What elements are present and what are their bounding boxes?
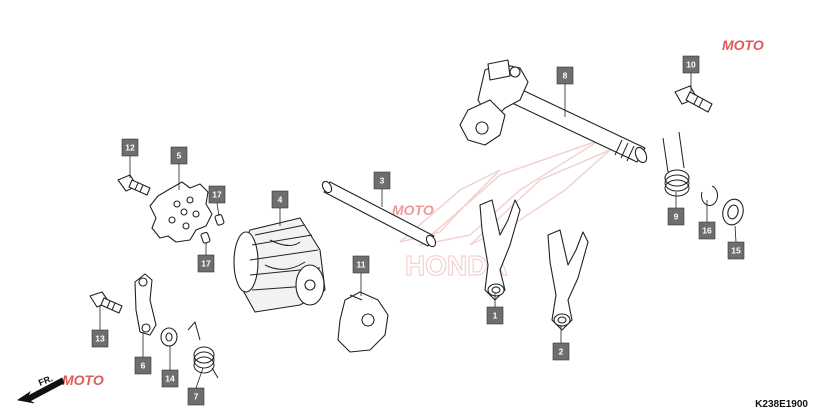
callout-11: 11 bbox=[352, 255, 370, 274]
svg-text:2: 2 bbox=[559, 347, 564, 357]
callout-2: 2 bbox=[552, 342, 570, 361]
svg-text:11: 11 bbox=[357, 260, 366, 270]
callout-16: 16 bbox=[698, 221, 716, 240]
part-1-shift-fork bbox=[479, 199, 521, 301]
part-5-star-plate bbox=[149, 181, 213, 243]
svg-text:6: 6 bbox=[141, 361, 146, 371]
svg-text:17: 17 bbox=[212, 190, 222, 200]
diagram-reference-code: K238E1900 bbox=[755, 399, 808, 410]
callout-14: 14 bbox=[161, 369, 179, 388]
part-8-shift-shaft bbox=[459, 59, 648, 164]
part-14-washer bbox=[160, 327, 178, 347]
svg-text:9: 9 bbox=[674, 212, 679, 222]
svg-text:10: 10 bbox=[686, 60, 696, 70]
part-12-bolt bbox=[117, 174, 151, 196]
callout-4: 4 bbox=[271, 190, 289, 209]
svg-text:MOTO: MOTO bbox=[722, 37, 764, 53]
part-6-stopper-arm bbox=[134, 273, 157, 336]
part-13-bolt bbox=[89, 291, 123, 314]
svg-text:8: 8 bbox=[563, 71, 568, 81]
callout-17-upper: 17 bbox=[208, 185, 226, 204]
svg-text:13: 13 bbox=[95, 334, 105, 344]
callout-1: 1 bbox=[486, 306, 504, 325]
svg-text:4: 4 bbox=[278, 195, 283, 205]
part-15-washer bbox=[722, 198, 744, 226]
part-4-shift-drum bbox=[233, 217, 326, 313]
callout-3: 3 bbox=[373, 171, 391, 190]
svg-text:5: 5 bbox=[177, 151, 182, 161]
svg-text:15: 15 bbox=[731, 246, 741, 256]
part-17-pin-upper bbox=[214, 213, 225, 226]
callout-7: 7 bbox=[187, 387, 205, 406]
svg-text:MOTO: MOTO bbox=[392, 202, 434, 218]
watermark-center: MOTO bbox=[392, 202, 434, 218]
svg-text:16: 16 bbox=[702, 226, 712, 236]
svg-text:1: 1 bbox=[493, 311, 498, 321]
callout-10: 10 bbox=[682, 55, 700, 74]
part-16-circlip bbox=[701, 185, 718, 206]
callout-12: 12 bbox=[121, 138, 139, 157]
callout-13: 13 bbox=[91, 329, 109, 348]
svg-text:7: 7 bbox=[194, 392, 199, 402]
callout-5: 5 bbox=[170, 146, 188, 165]
watermark-top-right: MOTO bbox=[722, 37, 764, 53]
svg-text:12: 12 bbox=[125, 143, 135, 153]
callout-6: 6 bbox=[134, 356, 152, 375]
front-direction-arrow: FR. bbox=[16, 373, 65, 404]
part-11-plate bbox=[337, 291, 389, 353]
part-2-shift-fork bbox=[547, 229, 589, 331]
callout-15: 15 bbox=[727, 241, 745, 260]
watermark-bottom-left: MOTO bbox=[62, 372, 104, 388]
svg-text:MOTO: MOTO bbox=[62, 372, 104, 388]
part-17-pin-lower bbox=[200, 231, 211, 244]
svg-text:3: 3 bbox=[380, 176, 385, 186]
part-7-spring bbox=[187, 320, 219, 379]
callout-9: 9 bbox=[667, 207, 685, 226]
svg-text:17: 17 bbox=[201, 259, 211, 269]
part-10-bolt bbox=[674, 85, 713, 113]
svg-text:14: 14 bbox=[165, 374, 175, 384]
part-3-fork-shaft bbox=[321, 180, 437, 248]
callout-17-lower: 17 bbox=[197, 254, 215, 273]
callout-8: 8 bbox=[556, 66, 574, 85]
leader-lines bbox=[99, 73, 737, 389]
part-9-spring bbox=[662, 131, 690, 197]
